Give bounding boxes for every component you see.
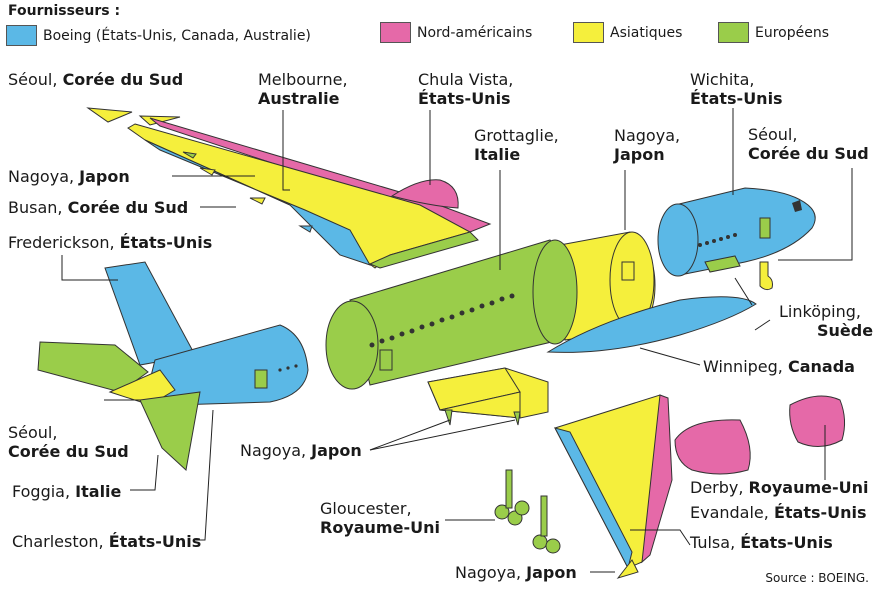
engine	[674, 395, 846, 475]
legend-label: Européens	[755, 24, 830, 41]
legend-label: Asiatiques	[610, 24, 683, 41]
legend-item-north-american: Nord-américains	[380, 22, 532, 43]
label-grottaglie: Grottaglie,Italie	[474, 126, 559, 164]
label-nagoya-tip: Nagoya, Japon	[455, 563, 577, 582]
center-wing-box	[427, 367, 549, 426]
legend-item-boeing: Boeing (États-Unis, Canada, Australie)	[6, 25, 311, 46]
label-derby: Derby, Royaume-Uni	[690, 478, 869, 497]
legend-label: Boeing (États-Unis, Canada, Australie)	[43, 27, 311, 44]
legend-swatch-blue	[6, 25, 37, 46]
legend-item-european: Européens	[718, 22, 829, 43]
label-charleston: Charleston, États-Unis	[12, 532, 202, 551]
label-tulsa: Tulsa, États-Unis	[690, 533, 833, 552]
label-gloucester: Gloucester,Royaume-Uni	[320, 499, 440, 537]
legend-swatch-pink	[380, 22, 411, 43]
leader-lines	[61, 108, 853, 573]
label-busan: Busan, Corée du Sud	[8, 198, 189, 217]
label-chula-vista: Chula Vista,États-Unis	[418, 70, 514, 108]
label-evandale: Evandale, États-Unis	[690, 503, 867, 522]
label-foggia: Foggia, Italie	[12, 482, 122, 501]
label-winnipeg: Winnipeg, Canada	[703, 357, 855, 376]
legend-title: Fournisseurs :	[8, 3, 121, 19]
landing-gear	[494, 469, 561, 554]
legend-item-asian: Asiatiques	[573, 22, 682, 43]
label-nagoya-wing: Nagoya, Japon	[8, 167, 130, 186]
label-nagoya-box: Nagoya, Japon	[240, 441, 362, 460]
source-credit: Source : BOEING.	[765, 571, 869, 585]
legend-label: Nord-américains	[417, 24, 533, 41]
legend-swatch-yellow	[573, 22, 604, 43]
nose-section	[657, 187, 816, 291]
label-melbourne: Melbourne,Australie	[258, 70, 348, 108]
label-linkoping: Linköping,Suède	[779, 302, 874, 340]
label-nagoya-body: Nagoya,Japon	[614, 126, 681, 164]
wing-body-fairing	[546, 296, 757, 353]
label-seoul-wing: Séoul, Corée du Sud	[8, 70, 184, 89]
center-fuselage	[325, 231, 656, 390]
label-seoul-tail: Séoul,Corée du Sud	[8, 423, 129, 461]
label-fredrickson: Frederickson, États-Unis	[8, 233, 213, 252]
lower-wing	[554, 394, 673, 579]
legend-swatch-green	[718, 22, 749, 43]
label-wichita: Wichita,États-Unis	[690, 70, 783, 108]
label-seoul-nose: Séoul,Corée du Sud	[748, 125, 869, 163]
main-wing	[86, 107, 492, 269]
tail-section	[37, 261, 309, 471]
